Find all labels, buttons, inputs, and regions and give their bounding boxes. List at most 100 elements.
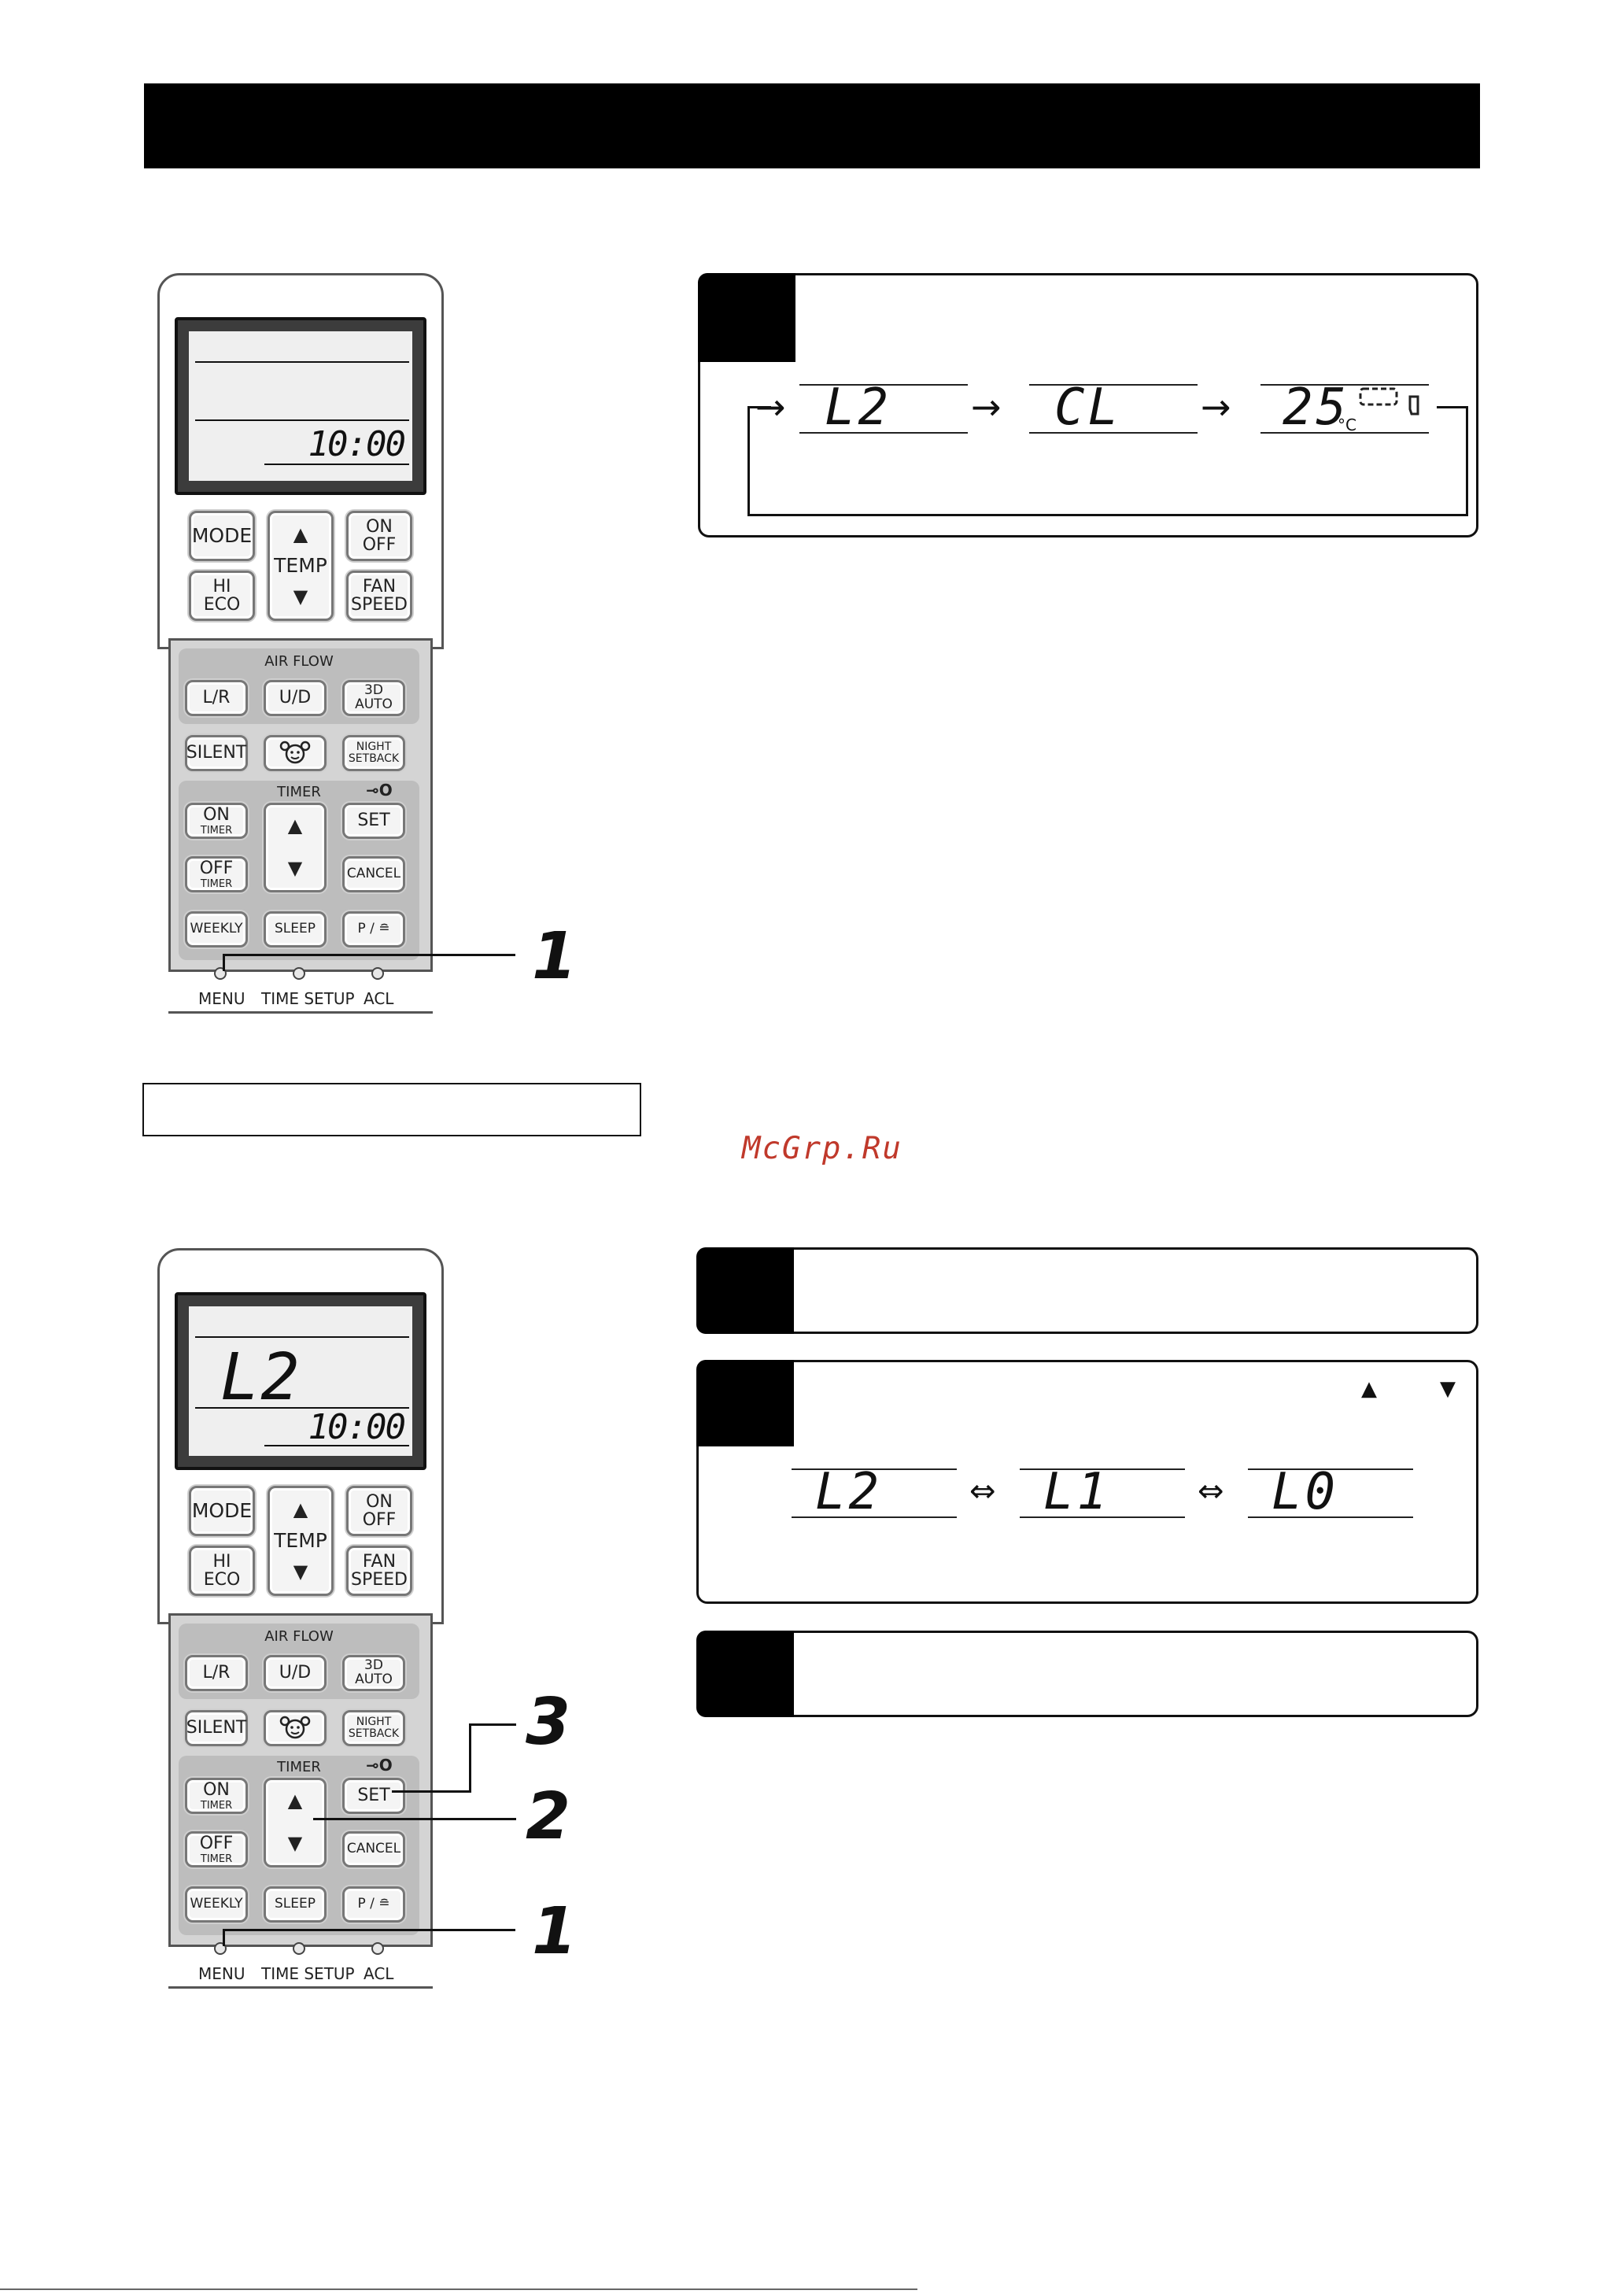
speed-label: SPEED xyxy=(351,1570,408,1590)
temp-down-icon[interactable]: ▼ xyxy=(293,1561,308,1583)
timer-down-icon[interactable]: ▼ xyxy=(287,857,303,880)
note-box xyxy=(142,1083,641,1136)
hi-eco-button[interactable]: HI ECO xyxy=(189,571,255,621)
acl-hole[interactable] xyxy=(371,1942,384,1955)
cancel-label: CANCEL xyxy=(346,866,401,882)
callout-line-menu xyxy=(224,954,515,956)
lcd-frame: L2 10:00 xyxy=(175,1292,426,1470)
mode-button[interactable]: MODE xyxy=(189,1486,255,1536)
key-icon: ⊸O xyxy=(366,781,393,800)
set-label: SET xyxy=(357,1786,390,1806)
cancel-button[interactable]: CANCEL xyxy=(342,856,405,892)
night-setback-button[interactable]: NIGHT SETBACK xyxy=(342,735,405,771)
seg-line xyxy=(1029,384,1198,386)
set-button[interactable]: SET xyxy=(342,803,405,839)
silent-button[interactable]: SILENT xyxy=(185,1710,248,1746)
callout-line-menu xyxy=(224,1929,515,1931)
timer-up-icon[interactable]: ▲ xyxy=(287,1790,303,1812)
weekly-label: WEEKLY xyxy=(190,1896,243,1912)
temp-down-icon[interactable]: ▼ xyxy=(293,586,308,608)
timer-up-down-button[interactable]: ▲ ▼ xyxy=(264,803,327,892)
lr-button[interactable]: L/R xyxy=(185,1655,248,1691)
weekly-button[interactable]: WEEKLY xyxy=(185,911,248,948)
acl-label: ACL xyxy=(364,1964,394,1983)
lcd-screen: 10:00 xyxy=(189,331,412,481)
on-timer-button[interactable]: ON TIMER xyxy=(185,1778,248,1814)
three-d-auto-label: 3D AUTO xyxy=(355,682,393,712)
silent-button[interactable]: SILENT xyxy=(185,735,248,771)
remote-control-top: 10:00 MODE ▲ TEMP ▼ ON OFF HI ECO FAN SP… xyxy=(157,273,444,1021)
time-setup-hole[interactable] xyxy=(293,967,305,980)
lr-button[interactable]: L/R xyxy=(185,680,248,716)
on-timer-label: ON xyxy=(203,804,230,825)
on-timer-sub: TIMER xyxy=(200,1799,233,1812)
acl-hole[interactable] xyxy=(371,967,384,980)
fan-label: FAN xyxy=(362,1551,397,1572)
off-timer-button[interactable]: OFF TIMER xyxy=(185,1831,248,1867)
eco-label: ECO xyxy=(203,1570,241,1590)
p-signal-label: P / ≘ xyxy=(357,921,390,937)
on-off-button[interactable]: ON OFF xyxy=(346,511,412,561)
step-box-2 xyxy=(696,1360,1478,1604)
nanoe-button[interactable] xyxy=(264,1710,327,1746)
remote-control-bottom: L2 10:00 MODE ▲ TEMP ▼ ON OFF HI ECO FAN… xyxy=(157,1248,444,1996)
lcd-code: L2 xyxy=(220,1340,301,1415)
on-timer-button[interactable]: ON TIMER xyxy=(185,803,248,839)
ud-button[interactable]: U/D xyxy=(264,680,327,716)
step-box-3 xyxy=(696,1631,1478,1717)
degree-unit: °C xyxy=(1338,416,1356,434)
timer-down-icon[interactable]: ▼ xyxy=(287,1832,303,1855)
seg-line xyxy=(1260,384,1429,386)
lower-panel: AIR FLOW L/R U/D 3D AUTO SILENT NIGHT SE… xyxy=(168,1613,433,1947)
step-box-1 xyxy=(696,1247,1478,1334)
temp-button[interactable]: ▲ TEMP ▼ xyxy=(268,1486,334,1596)
level-code-l2: L2 xyxy=(815,1463,883,1521)
ud-button[interactable]: U/D xyxy=(264,1655,327,1691)
hi-eco-button[interactable]: HI ECO xyxy=(189,1546,255,1596)
seg-line xyxy=(1020,1468,1185,1470)
lcd-line xyxy=(195,361,409,363)
step-number-2: 2 xyxy=(526,1779,571,1854)
timer-up-down-button[interactable]: ▲ ▼ xyxy=(264,1778,327,1867)
up-arrow-icon: ▲ xyxy=(1361,1377,1377,1401)
seg-line xyxy=(799,432,968,434)
mode-button[interactable]: MODE xyxy=(189,511,255,561)
seg-line xyxy=(1248,1468,1413,1470)
three-d-auto-button[interactable]: 3D AUTO xyxy=(342,680,405,716)
sleep-button[interactable]: SLEEP xyxy=(264,911,327,948)
off-label: OFF xyxy=(362,535,397,555)
night-setback-button[interactable]: NIGHT SETBACK xyxy=(342,1710,405,1746)
temp-up-icon[interactable]: ▲ xyxy=(293,523,308,545)
weekly-button[interactable]: WEEKLY xyxy=(185,1886,248,1923)
loop-line-bottom xyxy=(747,514,1468,516)
callout-line-menu-drop xyxy=(223,954,225,971)
fan-speed-button[interactable]: FAN SPEED xyxy=(346,571,412,621)
sleep-button[interactable]: SLEEP xyxy=(264,1886,327,1923)
lcd-frame: 10:00 xyxy=(175,317,426,495)
timer-up-icon[interactable]: ▲ xyxy=(287,815,303,837)
set-button[interactable]: SET xyxy=(342,1778,405,1814)
cancel-button[interactable]: CANCEL xyxy=(342,1831,405,1867)
time-setup-hole[interactable] xyxy=(293,1942,305,1955)
timer-label: TIMER xyxy=(277,784,321,800)
unit-mode-icon xyxy=(1359,387,1419,416)
night-label: NIGHT xyxy=(356,1716,392,1729)
p-signal-button[interactable]: P / ≘ xyxy=(342,911,405,948)
menu-label: MENU xyxy=(198,1964,245,1983)
temp-button[interactable]: ▲ TEMP ▼ xyxy=(268,511,334,621)
silent-label: SILENT xyxy=(186,1718,247,1738)
lcd-screen: L2 10:00 xyxy=(189,1306,412,1456)
p-signal-button[interactable]: P / ≘ xyxy=(342,1886,405,1923)
off-timer-label: OFF xyxy=(199,858,234,878)
time-setup-label: TIME SETUP xyxy=(261,1964,355,1983)
nanoe-button[interactable] xyxy=(264,735,327,771)
three-d-auto-button[interactable]: 3D AUTO xyxy=(342,1655,405,1691)
temp-up-icon[interactable]: ▲ xyxy=(293,1498,308,1520)
fan-speed-button[interactable]: FAN SPEED xyxy=(346,1546,412,1596)
seg-line xyxy=(1260,432,1429,434)
on-off-button[interactable]: ON OFF xyxy=(346,1486,412,1536)
temp-label: TEMP xyxy=(274,1528,327,1552)
callout-line-timer xyxy=(313,1818,516,1820)
off-timer-button[interactable]: OFF TIMER xyxy=(185,856,248,892)
callout-line-set-up xyxy=(469,1723,471,1793)
